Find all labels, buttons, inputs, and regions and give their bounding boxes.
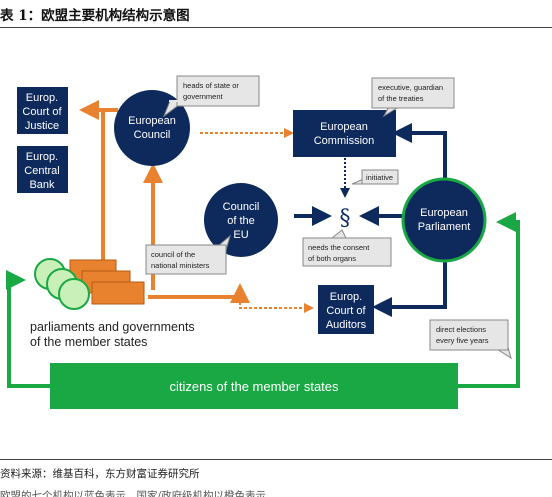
source-note: 资料来源：维基百科，东方财富证券研究所 bbox=[0, 468, 200, 480]
elections-line-2: every five years bbox=[436, 336, 489, 345]
title-rule bbox=[0, 27, 552, 28]
ca-line-1: Europ. bbox=[330, 291, 362, 303]
consent-line-1: needs the consent bbox=[308, 243, 370, 252]
council-of-eu-node: Council of the EU bbox=[204, 183, 278, 257]
elections-line-1: direct elections bbox=[436, 325, 486, 334]
ep-line-1: European bbox=[420, 207, 468, 219]
cj-line-3: Justice bbox=[25, 120, 59, 132]
european-commission-box: European Commission bbox=[293, 110, 396, 157]
cb-line-3: Bank bbox=[29, 179, 55, 191]
ec-line-1: European bbox=[128, 115, 176, 127]
consent-line-2: of both organs bbox=[308, 254, 356, 263]
source-rule bbox=[0, 459, 552, 460]
initiative-text: initiative bbox=[366, 173, 393, 182]
cj-line-1: Europ. bbox=[26, 92, 58, 104]
court-of-auditors-box: Europ. Court of Auditors bbox=[318, 285, 374, 334]
section-symbol: § bbox=[340, 206, 351, 231]
parliament-arrows bbox=[294, 123, 447, 317]
figure-title: 表 1：欧盟主要机构结构示意图 bbox=[0, 8, 190, 24]
ca-line-2: Court of bbox=[326, 305, 366, 317]
cou-line-2: of the bbox=[227, 215, 255, 227]
national-ministers-callout: council of the national ministers bbox=[145, 234, 231, 275]
elections-callout: direct elections every five years bbox=[429, 319, 512, 360]
citizens-loop-arrows bbox=[6, 212, 520, 388]
cj-line-2: Court of bbox=[22, 106, 62, 118]
ec-line-2: Council bbox=[134, 129, 171, 141]
consent-callout: needs the consent of both organs bbox=[302, 229, 392, 267]
heads-line-2: government bbox=[183, 92, 224, 101]
heads-of-state-callout: heads of state or government bbox=[162, 75, 260, 118]
guardian-line-2: of the treaties bbox=[378, 94, 424, 103]
citizens-bar: citizens of the member states bbox=[50, 363, 458, 409]
member-states-line-1: parliaments and governments bbox=[30, 320, 195, 334]
citizens-text: citizens of the member states bbox=[169, 379, 339, 394]
heads-line-1: heads of state or bbox=[183, 81, 239, 90]
member-states-group: parliaments and governments of the membe… bbox=[30, 258, 195, 349]
court-of-justice-box: Europ. Court of Justice bbox=[17, 87, 68, 134]
cb-line-1: Europ. bbox=[26, 151, 58, 163]
guardian-callout: executive, guardian of the treaties bbox=[371, 77, 455, 118]
cou-line-1: Council bbox=[223, 201, 260, 213]
ministers-line-1: council of the bbox=[151, 250, 195, 259]
ministers-line-2: national ministers bbox=[151, 261, 210, 270]
ep-line-2: Parliament bbox=[418, 221, 471, 233]
ca-line-3: Auditors bbox=[326, 319, 367, 331]
member-states-line-2: of the member states bbox=[30, 335, 147, 349]
cou-line-3: EU bbox=[233, 229, 248, 241]
initiative-callout: initiative bbox=[351, 169, 399, 185]
footnote-partial: 欧盟的七个机构以蓝色表示，国家/政府级机构以橙色表示 bbox=[0, 490, 267, 497]
cb-line-2: Central bbox=[24, 165, 59, 177]
central-bank-box: Europ. Central Bank bbox=[17, 146, 68, 193]
european-parliament-node: European Parliament bbox=[401, 177, 487, 263]
guardian-line-1: executive, guardian bbox=[378, 83, 443, 92]
comm-line-1: European bbox=[320, 121, 368, 133]
comm-line-2: Commission bbox=[314, 135, 375, 147]
